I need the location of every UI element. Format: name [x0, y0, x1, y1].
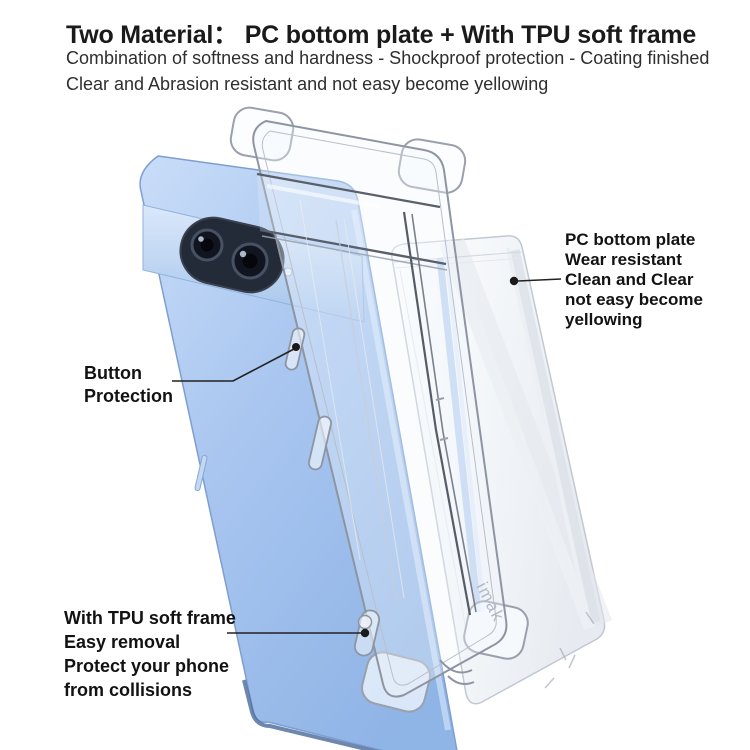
leader-line-button: [172, 348, 295, 382]
pc-bottom-plate: [391, 235, 613, 705]
leader-line-pc-plate: [517, 278, 562, 282]
annotation-line: Wear resistant: [565, 250, 682, 269]
case-bottom-cutout-arcs: [439, 659, 475, 685]
phone-side-button: [194, 454, 208, 492]
annotation-line: Protection: [84, 386, 174, 406]
annotation-line: Easy removal: [64, 632, 181, 652]
camera-lens-1-glint: [198, 236, 204, 242]
annotation-dot-tpu: [360, 628, 370, 638]
case-blue-reflection: [436, 257, 482, 613]
tpu-case: imak: [229, 106, 529, 713]
annotation-line: from collisions: [64, 680, 193, 700]
plate-right-edge-glint: [506, 247, 591, 625]
annotation-line: PC bottom plate: [565, 230, 696, 249]
annotation-line: yellowing: [565, 310, 643, 329]
annotation-tpu-soft-frame: With TPU soft frame Easy removal Protect…: [64, 606, 236, 702]
annotation-dot-pc-plate: [509, 276, 519, 286]
plate-inner-line: [399, 269, 469, 641]
leader-lines: [172, 278, 562, 634]
corner-bumper-top-left: [229, 106, 295, 162]
plate-left-shading-soft: [439, 239, 596, 631]
case-camera-cutout-top: [256, 172, 441, 209]
case-edge-ticks: [435, 397, 449, 441]
annotation-line: Clean and Clear: [565, 270, 694, 289]
camera-lens-1-pupil: [200, 238, 214, 252]
case-port-ring: [357, 614, 373, 630]
case-glint-1: [335, 219, 397, 601]
phone-body: [139, 155, 458, 750]
annotation-line: not easy become: [565, 290, 703, 309]
annotation-dot-button: [292, 343, 300, 351]
phone: [139, 155, 458, 750]
annotation-button-protection: Button Protection: [84, 362, 173, 408]
case-right-rail-dark-2: [411, 213, 477, 613]
case-glint-2: [343, 217, 405, 599]
subtitle-line-2: Clear and Abrasion resistant and not eas…: [66, 74, 549, 94]
corner-bumper-top-right: [397, 138, 467, 194]
case-frame-outer: [252, 119, 508, 698]
phone-edge-highlight: [351, 209, 451, 731]
case-frame-inner: [261, 130, 497, 686]
case-right-rail-dark: [402, 211, 472, 616]
corner-bumper-bottom-right: [463, 600, 529, 660]
annotation-pc-bottom-plate: PC bottom plate Wear resistant Clean and…: [565, 230, 703, 330]
case-blue-reflection-light: [445, 259, 486, 613]
annotation-line: Button: [84, 363, 142, 383]
plate-corner-dashes: [544, 611, 595, 689]
camera-lens-2-glint: [239, 250, 247, 258]
case-camera-cutout-bottom-glint: [261, 235, 448, 271]
subtitle-line-1: Combination of softness and hardness - S…: [66, 48, 710, 68]
plate-top-cutout-line: [393, 251, 522, 263]
case-camera-cutout-window: [257, 174, 446, 264]
case-bar-glint: [266, 184, 383, 209]
phone-bottom-edge: [242, 679, 379, 750]
plate-right-edge-band: [510, 249, 601, 623]
annotation-line: With TPU soft frame: [64, 608, 236, 628]
plate-top-cutout-line-2: [394, 257, 523, 269]
case-button-volume: [307, 415, 333, 471]
case-glint-3: [299, 199, 361, 561]
annotation-line: Protect your phone: [64, 656, 230, 676]
case-camera-cutout-bottom: [259, 228, 447, 266]
page-title: Two Material： PC bottom plate + With TPU…: [66, 21, 697, 49]
camera-lens-2-pupil: [242, 253, 258, 269]
